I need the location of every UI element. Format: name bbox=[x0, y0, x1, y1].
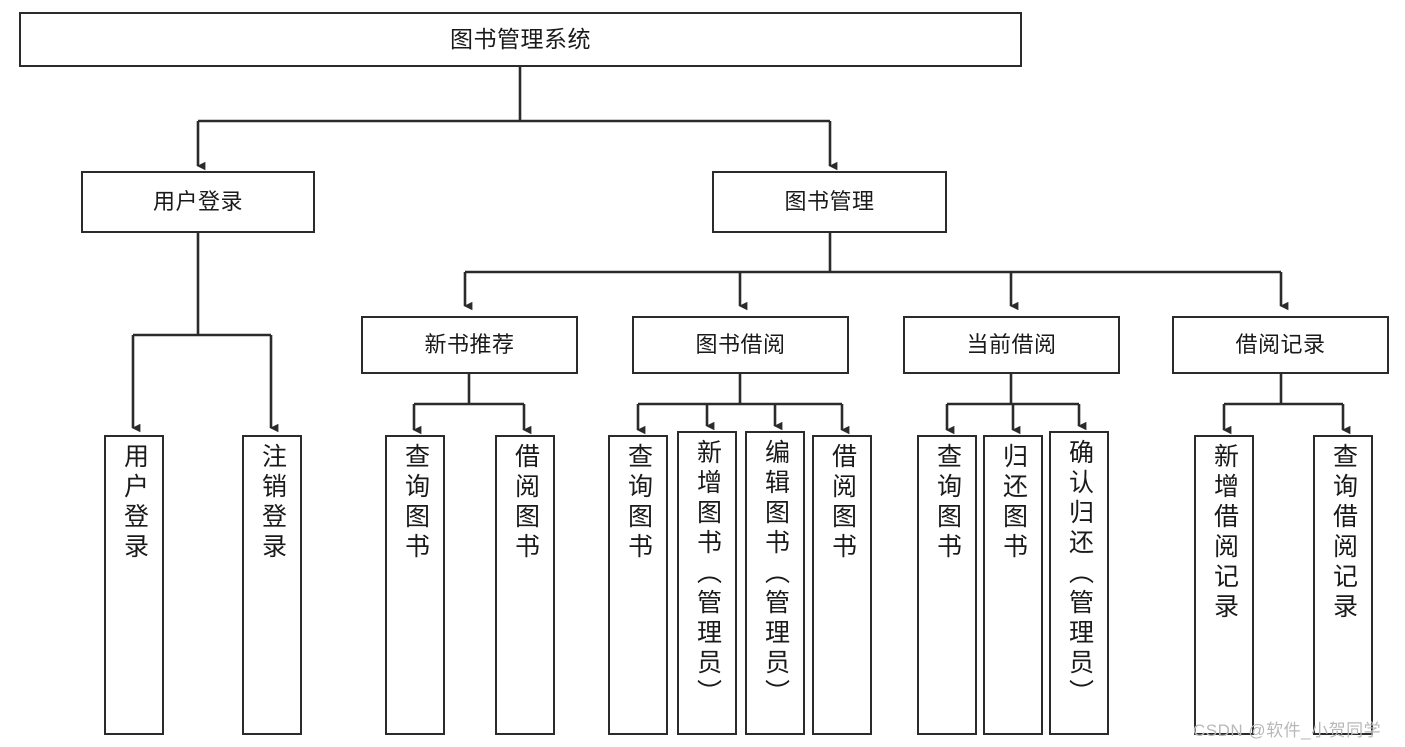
node-leaf-query-borrow-record[interactable]: 查询借阅记录 bbox=[1313, 435, 1373, 735]
node-book-borrow[interactable]: 图书借阅 bbox=[632, 316, 849, 374]
node-user-login[interactable]: 用户登录 bbox=[81, 171, 315, 233]
node-label: 借阅图书 bbox=[828, 443, 857, 563]
node-label: 编辑图书（管理员） bbox=[761, 439, 790, 709]
node-leaf-edit-book-admin[interactable]: 编辑图书（管理员） bbox=[745, 431, 805, 735]
node-label: 用户登录 bbox=[120, 443, 149, 563]
node-label: 新增借阅记录 bbox=[1210, 443, 1239, 623]
node-leaf-add-book-admin[interactable]: 新增图书（管理员） bbox=[677, 431, 737, 735]
node-label: 用户登录 bbox=[152, 189, 243, 215]
node-label: 图书管理系统 bbox=[450, 25, 591, 52]
node-leaf-query-book-1[interactable]: 查询图书 bbox=[385, 435, 445, 735]
node-label: 借阅图书 bbox=[511, 443, 540, 563]
node-label: 新增图书（管理员） bbox=[693, 439, 722, 709]
node-leaf-borrow-book-2[interactable]: 借阅图书 bbox=[812, 435, 872, 735]
node-leaf-return-book[interactable]: 归还图书 bbox=[983, 435, 1043, 735]
watermark: CSDN @软件_小贺同学 bbox=[1193, 721, 1382, 740]
node-leaf-query-book-2[interactable]: 查询图书 bbox=[608, 435, 668, 735]
node-label: 新书推荐 bbox=[424, 332, 515, 358]
node-label: 归还图书 bbox=[999, 443, 1028, 563]
node-label: 确认归还（管理员） bbox=[1065, 439, 1094, 709]
node-leaf-confirm-return-admin[interactable]: 确认归还（管理员） bbox=[1049, 431, 1109, 735]
node-label: 图书管理 bbox=[784, 189, 875, 215]
node-root-system[interactable]: 图书管理系统 bbox=[19, 12, 1022, 67]
node-label: 查询借阅记录 bbox=[1329, 443, 1358, 623]
node-borrow-record[interactable]: 借阅记录 bbox=[1172, 316, 1389, 374]
node-leaf-borrow-book-1[interactable]: 借阅图书 bbox=[495, 435, 555, 735]
node-current-borrow[interactable]: 当前借阅 bbox=[903, 316, 1120, 374]
node-leaf-user-login[interactable]: 用户登录 bbox=[104, 435, 164, 735]
node-label: 查询图书 bbox=[401, 443, 430, 563]
node-label: 借阅记录 bbox=[1235, 332, 1326, 358]
node-leaf-add-borrow-record[interactable]: 新增借阅记录 bbox=[1194, 435, 1254, 735]
node-label: 查询图书 bbox=[624, 443, 653, 563]
node-label: 图书借阅 bbox=[695, 332, 786, 358]
node-leaf-query-book-3[interactable]: 查询图书 bbox=[917, 435, 977, 735]
node-label: 查询图书 bbox=[933, 443, 962, 563]
node-new-book-recommend[interactable]: 新书推荐 bbox=[361, 316, 578, 374]
node-label: 注销登录 bbox=[258, 443, 287, 563]
node-leaf-logout[interactable]: 注销登录 bbox=[242, 435, 302, 735]
node-book-management[interactable]: 图书管理 bbox=[712, 171, 947, 233]
node-label: 当前借阅 bbox=[966, 332, 1057, 358]
